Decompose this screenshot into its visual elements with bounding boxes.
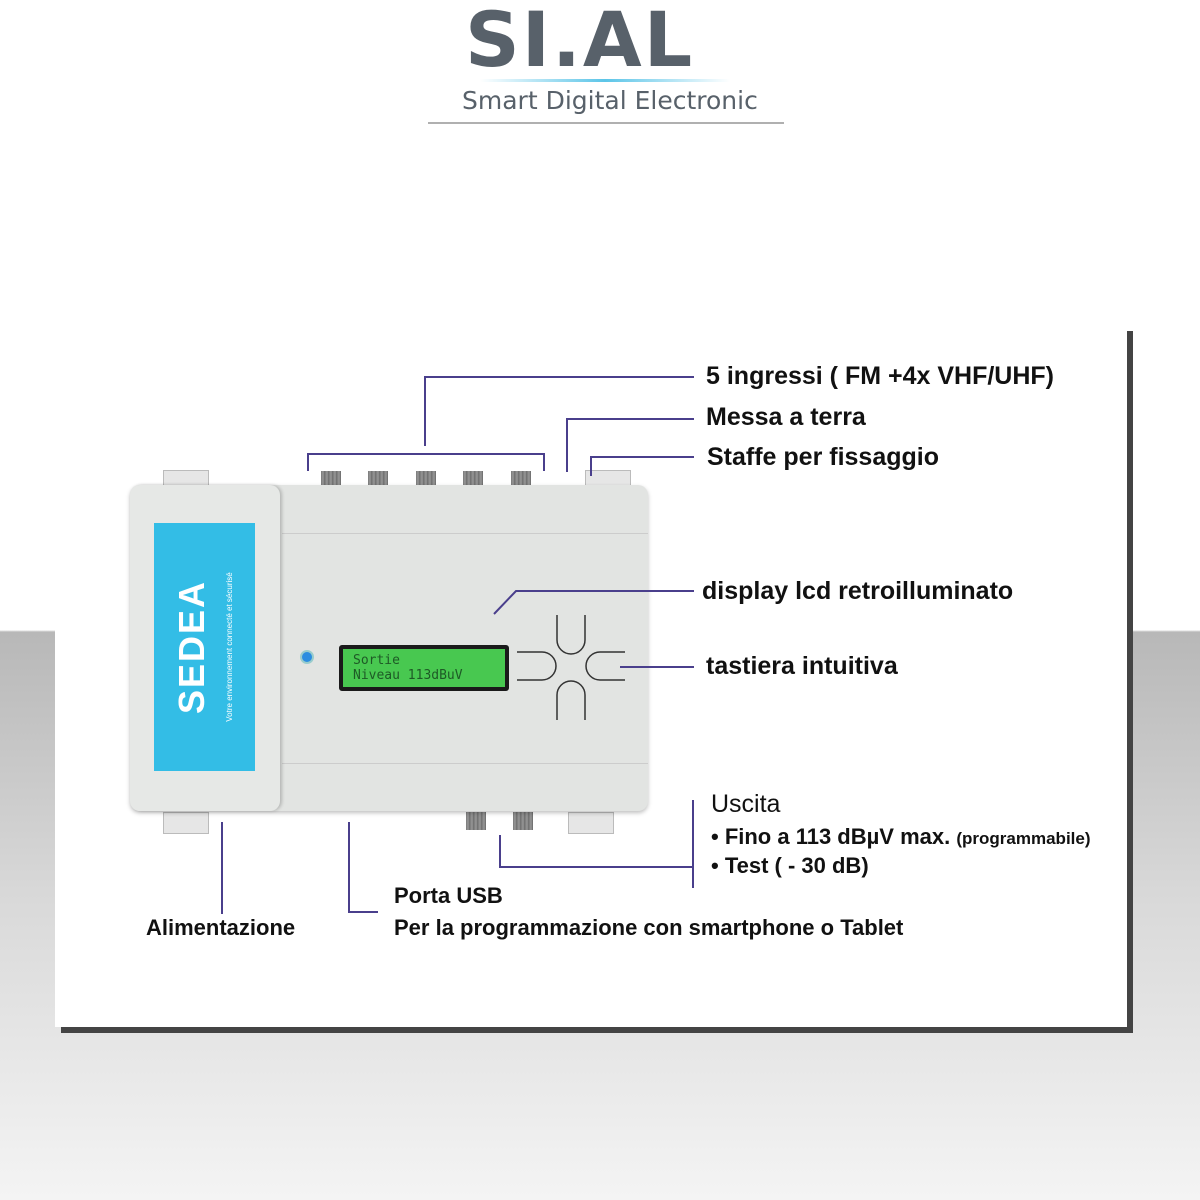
- callout-line: [543, 453, 545, 471]
- label-keypad: tastiera intuitiva: [706, 652, 898, 680]
- brand-name: SEDEA: [171, 579, 212, 715]
- callout-line: [424, 376, 694, 378]
- label-brackets: Staffe per fissaggio: [707, 443, 939, 471]
- lcd-line-2: Niveau 113dBuV: [353, 668, 463, 683]
- callout-line: [493, 590, 694, 615]
- callout-line: [221, 822, 223, 914]
- output-max-text: • Fino a 113 dBµV max.: [711, 824, 951, 849]
- logo-underline: [480, 79, 730, 82]
- label-usb: Porta USB: [394, 883, 503, 908]
- label-output-max: • Fino a 113 dBµV max. (programmabile): [711, 824, 1091, 852]
- callout-line: [590, 456, 592, 476]
- input-connector: [321, 471, 341, 485]
- callout-line: [307, 453, 545, 455]
- callout-line: [620, 666, 694, 668]
- callout-line: [590, 456, 694, 458]
- input-connector: [416, 471, 436, 485]
- up-key: [556, 615, 586, 655]
- input-connector: [368, 471, 388, 485]
- callout-line: [566, 418, 568, 472]
- keypad: [517, 615, 625, 720]
- right-key: [585, 651, 625, 681]
- device-seam: [282, 763, 648, 764]
- brand-label: [154, 523, 255, 771]
- label-output: Uscita: [711, 790, 781, 818]
- input-connector: [511, 471, 531, 485]
- callout-line: [499, 866, 693, 868]
- logo: SI.AL: [465, 0, 695, 84]
- label-output-test: • Test ( - 30 dB): [711, 853, 869, 878]
- output-max-note: (programmabile): [956, 829, 1091, 848]
- output-connector: [466, 812, 486, 830]
- logo-tagline: Smart Digital Electronic: [462, 86, 758, 115]
- callout-line: [499, 835, 501, 868]
- label-display: display lcd retroilluminato: [702, 577, 1014, 605]
- power-led: [300, 650, 314, 664]
- divider: [428, 122, 784, 124]
- callout-line: [424, 376, 426, 446]
- input-connector: [463, 471, 483, 485]
- mounting-bracket: [568, 812, 614, 834]
- mounting-bracket: [163, 812, 209, 834]
- label-ground: Messa a terra: [706, 403, 866, 431]
- left-key: [517, 651, 557, 681]
- label-power: Alimentazione: [146, 915, 296, 940]
- callout-line: [348, 822, 350, 913]
- callout-line: [307, 453, 309, 471]
- label-inputs: 5 ingressi ( FM +4x VHF/UHF): [706, 362, 1054, 390]
- callout-line: [348, 911, 378, 913]
- lcd-display: Sortie Niveau 113dBuV: [339, 645, 509, 691]
- down-key: [556, 680, 586, 720]
- device-seam: [282, 533, 648, 534]
- lcd-line-1: Sortie: [353, 653, 400, 668]
- callout-line: [692, 800, 694, 888]
- test-connector: [513, 812, 533, 830]
- brand-tagline: Votre environnement connecté et sécurisé: [225, 572, 234, 722]
- label-usb-desc: Per la programmazione con smartphone o T…: [394, 915, 904, 940]
- callout-line: [566, 418, 694, 420]
